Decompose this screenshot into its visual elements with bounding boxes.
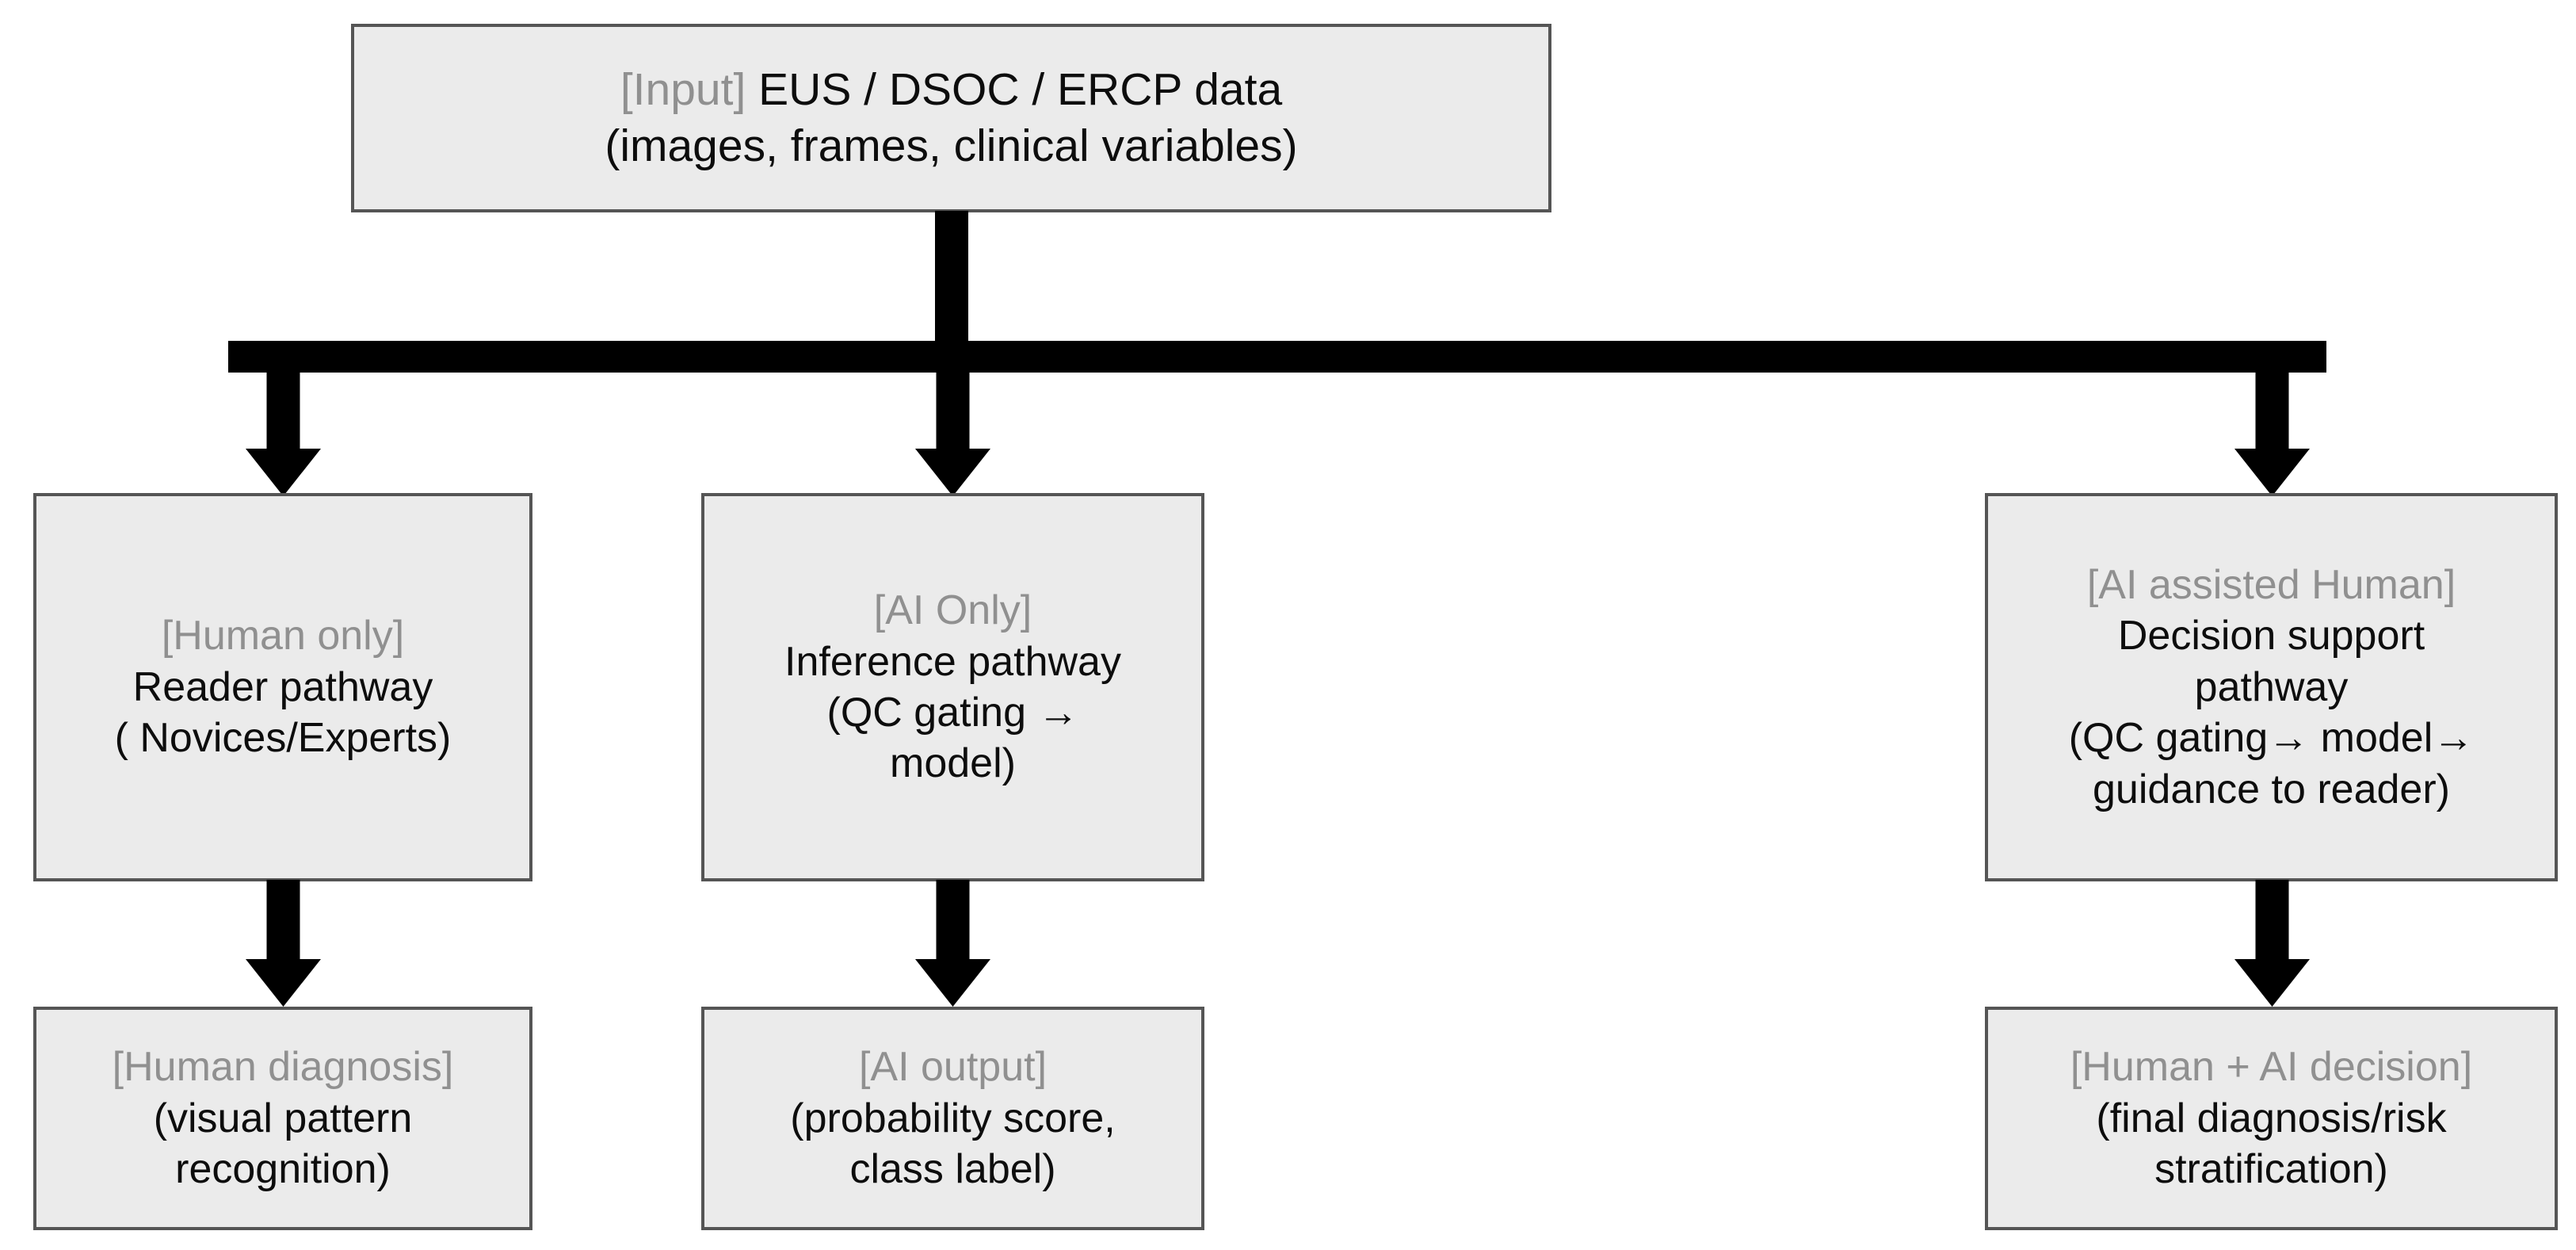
node-ai-assisted-human: [AI assisted Human] Decision support pat… xyxy=(1985,493,2558,881)
node-human-ai-decision-tag: [Human + AI decision] xyxy=(2070,1044,2473,1091)
node-human-diagnosis: [Human diagnosis] (visual pattern recogn… xyxy=(33,1007,532,1230)
node-input-line1: [Input] EUS / DSOC / ERCP data xyxy=(620,62,1282,118)
node-human-diagnosis-tag: [Human diagnosis] xyxy=(112,1044,454,1091)
node-ai-output: [AI output] (probability score, class la… xyxy=(701,1007,1204,1230)
node-ai-only-line3: model) xyxy=(890,740,1016,787)
arrow-bus-to-human-only xyxy=(246,371,321,496)
node-ai-output-line1: (probability score, xyxy=(790,1095,1116,1141)
connector-distribution-bar xyxy=(228,341,2326,373)
node-ai-output-line2: class label) xyxy=(849,1146,1056,1193)
node-human-ai-decision-line1: (final diagnosis/risk xyxy=(2096,1095,2447,1141)
node-human-ai-decision-line2: stratification) xyxy=(2154,1146,2388,1193)
node-human-diagnosis-line1: (visual pattern xyxy=(153,1095,413,1141)
node-ai-assisted-human-line1: Decision support xyxy=(2117,613,2425,659)
node-ai-only-tag: [AI Only] xyxy=(873,587,1032,634)
node-human-only: [Human only] Reader pathway ( Novices/Ex… xyxy=(33,493,532,881)
node-input: [Input] EUS / DSOC / ERCP data (images, … xyxy=(351,24,1551,212)
node-ai-assisted-human-line4: guidance to reader) xyxy=(2093,766,2450,812)
node-ai-only-line1: Inference pathway xyxy=(784,638,1121,685)
node-ai-output-tag: [AI output] xyxy=(858,1044,1048,1091)
arrow-ai-assisted-human-to-human-ai-decision xyxy=(2234,880,2310,1007)
node-ai-assisted-human-line2: pathway xyxy=(2194,663,2349,710)
arrow-bus-to-ai-assisted-human xyxy=(2234,371,2310,496)
node-human-only-line1: Reader pathway xyxy=(132,663,433,710)
node-ai-assisted-human-tag: [AI assisted Human] xyxy=(2086,561,2456,608)
node-human-only-tag: [Human only] xyxy=(161,613,405,659)
node-input-line2: (images, frames, clinical variables) xyxy=(605,120,1298,171)
node-human-ai-decision: [Human + AI decision] (final diagnosis/r… xyxy=(1985,1007,2558,1230)
node-human-only-line2: ( Novices/Experts) xyxy=(114,715,452,762)
node-ai-only-line2: (QC gating → xyxy=(826,690,1079,736)
node-input-line1-rest: EUS / DSOC / ERCP data xyxy=(746,64,1283,116)
node-human-diagnosis-line2: recognition) xyxy=(175,1146,391,1193)
node-ai-assisted-human-line3: (QC gating→ model→ xyxy=(2068,715,2475,762)
node-input-tag: [Input] xyxy=(620,64,746,116)
connector-input-to-bus xyxy=(935,211,968,344)
arrow-bus-to-ai-only xyxy=(915,371,990,496)
arrow-human-only-to-human-diagnosis xyxy=(246,880,321,1007)
node-ai-only: [AI Only] Inference pathway (QC gating →… xyxy=(701,493,1204,881)
arrow-ai-only-to-ai-output xyxy=(915,880,990,1007)
